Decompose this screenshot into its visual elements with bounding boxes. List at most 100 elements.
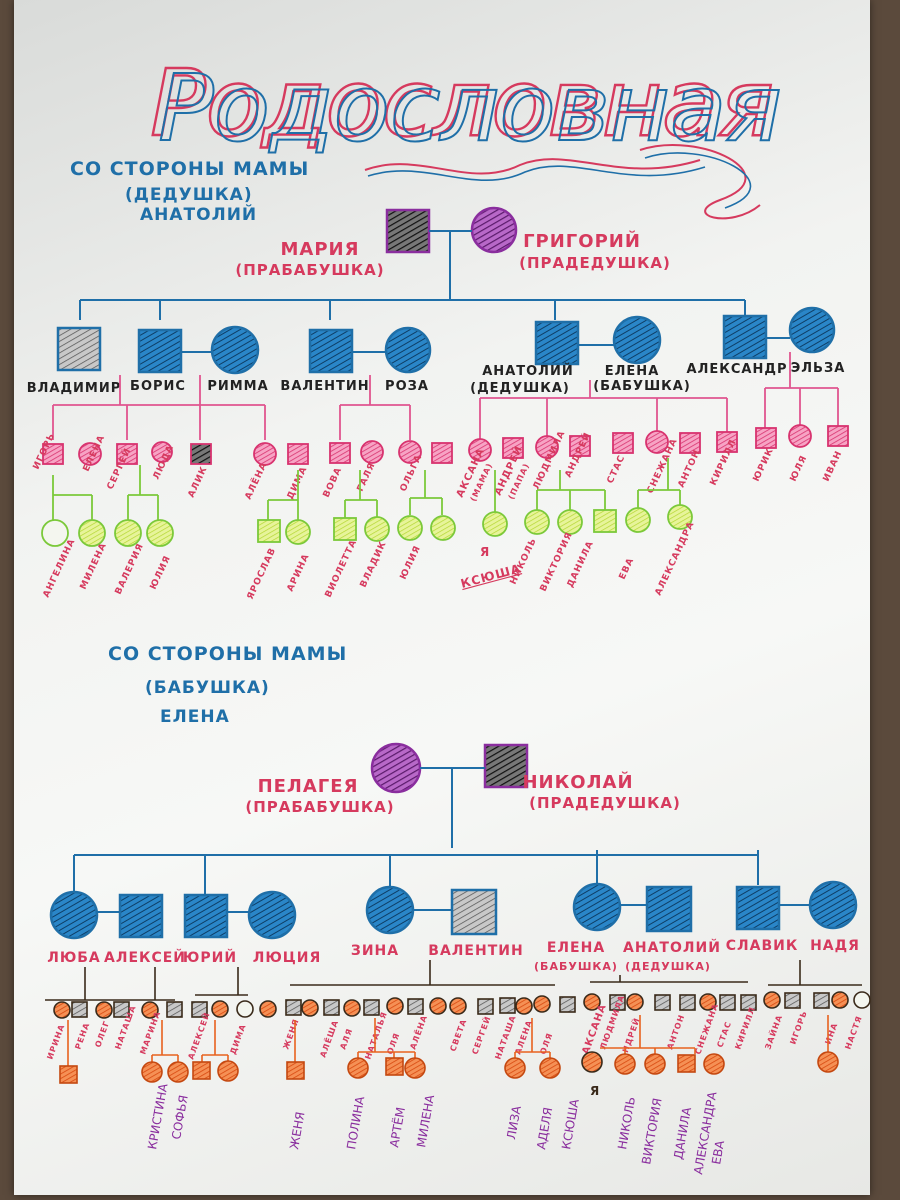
vladimir-symbol xyxy=(56,326,102,372)
s1-gen2-valentin: ВАЛЕНТИН xyxy=(280,379,369,394)
s2-gen4-zhenya: ЖЕНЯ xyxy=(287,1111,307,1151)
section2-heading-line3: ЕЛЕНА xyxy=(160,707,230,727)
s2-ancestor-female-symbol xyxy=(370,742,422,794)
s1-gen4-aleksandra: АЛЕКСАНДРА xyxy=(654,520,697,597)
s1-gen4-milena: МИЛЕНА xyxy=(79,541,109,591)
s2-gen4-eva: ЕВА xyxy=(709,1139,727,1166)
section2-gen4-symbols xyxy=(59,1051,839,1084)
s1-gen3-alena: АЛЁНА xyxy=(243,460,270,501)
s1-gen4-angelina: АНГЕЛИНА xyxy=(42,537,78,599)
s1-gen2-rimma: РИММА xyxy=(207,379,268,394)
s2-gen3-zayna: ЗАЙНА xyxy=(762,1013,785,1051)
s2-gen4-liza: ЛИЗА xyxy=(504,1104,524,1141)
s2-gen3-sergey: СЕРГЕЙ xyxy=(469,1014,493,1056)
section2-gen3-symbols xyxy=(53,991,871,1019)
section2-man-role: (ПРАДЕДУШКА) xyxy=(529,794,681,812)
s1-gen4-yuliya: ЮЛИЯ xyxy=(149,554,173,591)
s1-gen4-arina: АРИНА xyxy=(286,552,312,593)
s2-aleksey-symbol xyxy=(118,893,164,939)
s1-gen3-stas: СТАС xyxy=(606,454,628,486)
s2-gen3-dima: ДИМА xyxy=(228,1023,247,1056)
s2-gen2-elena: ЕЛЕНА xyxy=(547,940,605,956)
s2-ancestor-male-symbol xyxy=(483,743,529,789)
s2-gen2-lyutsiya: ЛЮЦИЯ xyxy=(253,950,322,966)
s2-valentin-symbol xyxy=(450,888,498,936)
s1-gen4-danila: ДАНИЛА xyxy=(566,539,596,589)
s1-gen4-yuliya2: ЮЛИЯ xyxy=(399,544,423,581)
s1-gen3-anton: АНТОН xyxy=(677,448,703,489)
s2-gen3-oleg: ОЛЕГ xyxy=(93,1019,111,1048)
s2-gen2-aleksey: АЛЕКСЕЙ xyxy=(104,949,186,966)
aleksandr-symbol xyxy=(722,314,768,360)
section2-heading-line1: СО СТОРОНЫ МАМЫ xyxy=(108,643,347,665)
s1-gen3-yurik: ЮРИК xyxy=(752,446,776,483)
s2-gen2-nadya: НАДЯ xyxy=(810,938,860,954)
s1-gen2-vladimir: ВЛАДИМИР xyxy=(27,381,122,396)
ancestor-male-symbol xyxy=(385,208,431,254)
s2-anatoliy-symbol xyxy=(645,885,693,933)
s2-gen3-alesha: АЛЁША xyxy=(317,1018,340,1058)
section1-heading-line3: АНАТОЛИЙ xyxy=(140,203,257,225)
section1-heading: СО СТОРОНЫ МАМЫ (ДЕДУШКА) АНАТОЛИЙ xyxy=(70,158,309,225)
s1-gen4-violetta: ВИОЛЕТТА xyxy=(324,538,360,599)
s2-gen4-kristina: КРИСТИНА xyxy=(145,1082,170,1151)
s2-gen4-polina: ПОЛИНА xyxy=(344,1094,367,1150)
roza-symbol xyxy=(384,326,432,374)
s2-yuriy-symbol xyxy=(183,893,229,939)
s1-gen2-elena: ЕЛЕНА xyxy=(605,364,660,379)
section2-heading-line2: (БАБУШКА) xyxy=(145,678,270,698)
s1-gen2-anatoliy: АНАТОЛИЙ xyxy=(482,363,573,379)
section1-heading-line1: СО СТОРОНЫ МАМЫ xyxy=(70,158,309,180)
s1-gen2-grandpa-note: (ДЕДУШКА) xyxy=(470,381,570,396)
s1-gen2-grandma-note: (БАБУШКА) xyxy=(593,379,691,394)
s1-gen4-nikol: НИКОЛЬ xyxy=(509,536,539,586)
title-red: Родословная xyxy=(150,50,773,157)
boris-symbol xyxy=(137,328,183,374)
s1-gen2-boris: БОРИС xyxy=(130,379,186,394)
s1-gen4-eva: ЕВА xyxy=(618,556,637,581)
s1-gen3-yulya: ЮЛЯ xyxy=(789,454,810,484)
s2-gen2-anatoliy: АНАТОЛИЙ xyxy=(623,939,721,956)
s1-gen4-yaroslav: ЯРОСЛАВ xyxy=(246,546,279,601)
s2-gen3-rena: РЕНА xyxy=(73,1021,91,1051)
s1-gen4-valeriya: ВАЛЕРИЯ xyxy=(114,542,147,597)
section1-woman-name: МАРИЯ xyxy=(281,239,360,260)
poster-title: Родословная Родословная xyxy=(149,49,783,220)
s2-gen4-adelya: АДЕЛЯ xyxy=(534,1106,555,1150)
s2-zina-symbol xyxy=(365,885,415,935)
s2-lyutsiya-symbol xyxy=(247,890,297,940)
s1-me-name: КСЮША xyxy=(459,561,522,591)
s2-gen4-artem: АРТЁМ xyxy=(386,1106,408,1149)
section2-man-name: НИКОЛАЙ xyxy=(522,771,633,793)
s2-gen3-ina: ИНА xyxy=(823,1021,839,1045)
s2-gen4-milena: МИЛЕНА xyxy=(414,1093,437,1149)
s2-gen4-danila: ДАНИЛА xyxy=(671,1105,694,1160)
elena-symbol xyxy=(612,315,662,365)
anatoliy-symbol xyxy=(534,320,580,366)
s2-gen4-ksyusha: КСЮША xyxy=(559,1097,582,1150)
elza-symbol xyxy=(788,306,836,354)
s2-gen2-yuriy: ЮРИЙ xyxy=(183,949,237,966)
s2-gen2-lyuba: ЛЮБА xyxy=(47,950,101,966)
s2-gen3-alena2: АЛЕНА xyxy=(513,1019,534,1056)
s2-gen2-valentin: ВАЛЕНТИН xyxy=(428,943,523,959)
section1-man-role: (ПРАДЕДУШКА) xyxy=(519,254,671,272)
section2-woman-name: ПЕЛАГЕЯ xyxy=(258,776,359,797)
s1-gen2-aleksandr: АЛЕКСАНДР xyxy=(687,362,788,377)
s1-gen3-alik: АЛИК xyxy=(187,465,210,499)
s1-me-marker: Я xyxy=(480,545,490,559)
section1-woman-role: (ПРАБАБУШКА) xyxy=(235,261,384,279)
valentin-symbol xyxy=(308,328,354,374)
s2-gen3-stas: СТАС xyxy=(715,1020,733,1049)
s2-gen3-anton: АНТОН xyxy=(665,1013,686,1051)
s1-gen3-galya: ГАЛЯ xyxy=(356,461,378,493)
section1-heading-line2: (ДЕДУШКА) xyxy=(125,185,253,205)
s2-gen3-alena: АЛЁНА xyxy=(407,1013,429,1050)
s2-me-marker: Я xyxy=(590,1084,600,1098)
s2-slavik-symbol xyxy=(735,885,781,931)
ancestor-female-symbol xyxy=(470,206,518,254)
s2-gen4-sofya: СОФЬЯ xyxy=(169,1094,191,1140)
s2-gen3-igor: ИГОРЬ xyxy=(788,1009,809,1045)
s2-gen3-zhenya: ЖЕНЯ xyxy=(281,1017,300,1050)
section1-gen3-symbols xyxy=(42,424,849,466)
